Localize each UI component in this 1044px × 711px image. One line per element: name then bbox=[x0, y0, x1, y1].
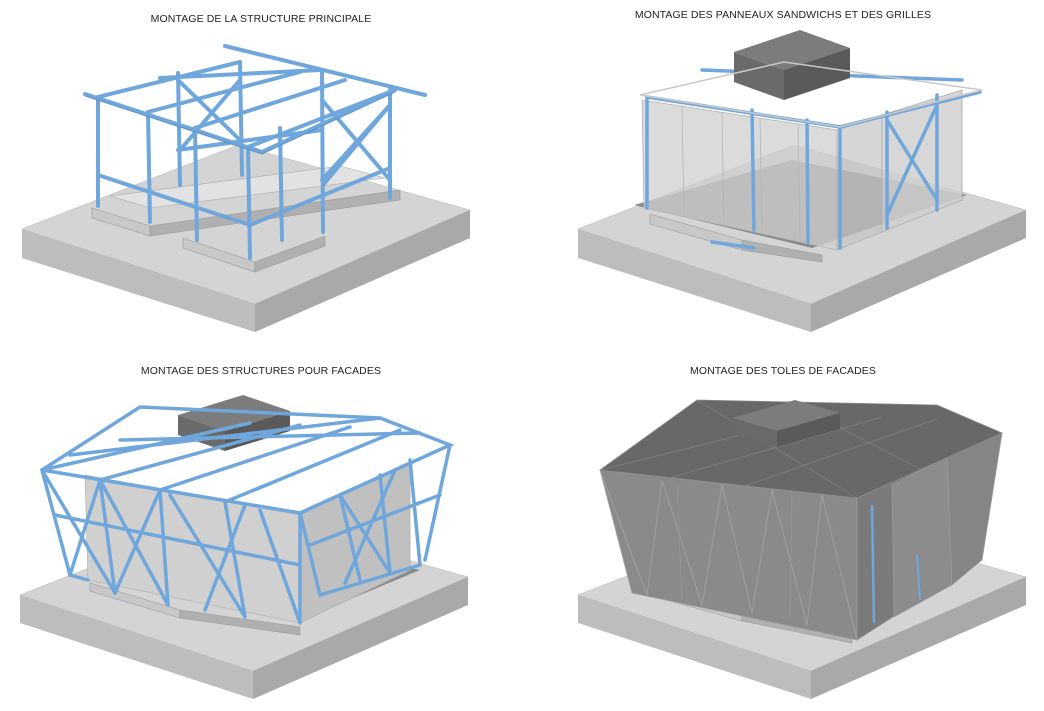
panel-title: MONTAGE DES STRUCTURES POUR FACADES bbox=[140, 365, 382, 377]
facade-cladding-drawing bbox=[577, 399, 1027, 699]
facade-structures-drawing bbox=[19, 395, 469, 699]
facade-steel-structure bbox=[40, 405, 455, 625]
panel-facade-structures: MONTAGE DES STRUCTURES POUR FACADES bbox=[0, 355, 522, 710]
main-structure-drawing bbox=[21, 44, 471, 332]
panel-main-structure: MONTAGE DE LA STRUCTURE PRINCIPALE bbox=[0, 0, 522, 355]
left-facade-cladding bbox=[599, 469, 858, 641]
steel-frame bbox=[83, 44, 427, 260]
sandwich-panels-drawing bbox=[577, 30, 1027, 332]
panel-title: MONTAGE DE LA STRUCTURE PRINCIPALE bbox=[150, 13, 372, 25]
roof-equipment-box bbox=[732, 400, 840, 447]
right-facade-cladding bbox=[856, 432, 1003, 641]
roof-cladding bbox=[598, 399, 1003, 499]
roof-outline bbox=[639, 61, 983, 128]
panel-facade-cladding: MONTAGE DES TOLES DE FACADES bbox=[522, 355, 1044, 710]
panel-title: MONTAGE DES TOLES DE FACADES bbox=[689, 365, 876, 377]
concrete-slab bbox=[21, 144, 471, 332]
roof-equipment-box bbox=[734, 30, 850, 100]
panel-sandwich-panels: MONTAGE DES PANNEAUX SANDWICHS ET DES GR… bbox=[522, 0, 1044, 355]
steel-frame-shadow bbox=[84, 91, 396, 155]
sandwich-panels-right bbox=[836, 89, 963, 251]
panel-title: MONTAGE DES PANNEAUX SANDWICHS ET DES GR… bbox=[634, 9, 932, 21]
